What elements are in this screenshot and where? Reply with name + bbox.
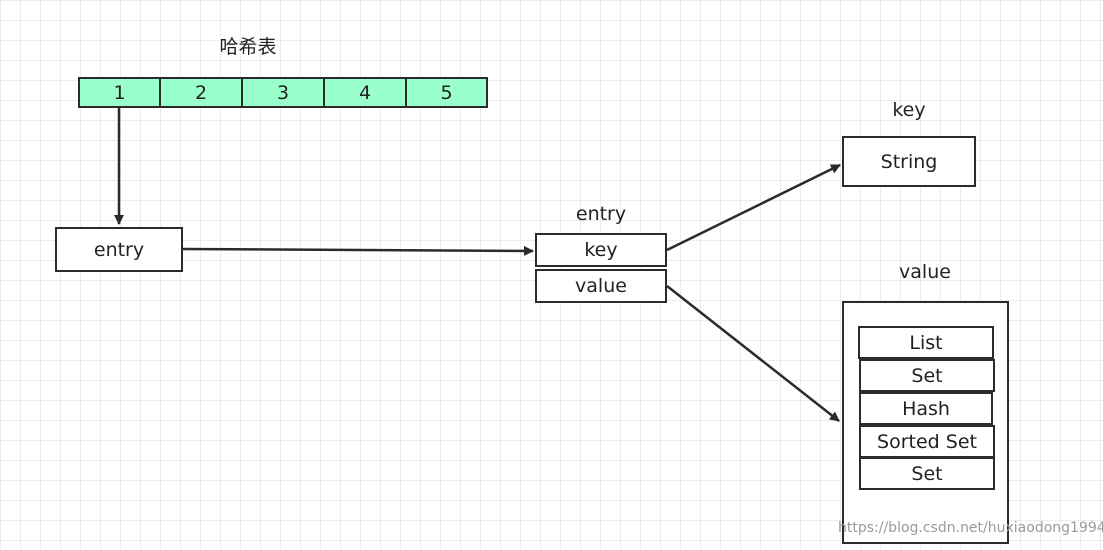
hash-cell-3: 3 <box>241 77 325 108</box>
entry-key-field: key <box>535 233 667 267</box>
arrow-key-to-string <box>666 163 841 252</box>
hash-cell-2: 2 <box>159 77 243 108</box>
value-types-container: List Set Hash Sorted Set Set <box>842 301 1009 544</box>
value-type-set: Set <box>859 359 995 392</box>
hash-cell-5: 5 <box>405 77 488 108</box>
watermark: https://blog.csdn.net/huxiaodong1994 <box>838 520 1103 536</box>
arrow-value-to-types <box>666 285 840 422</box>
entry-node-left: entry <box>55 227 183 272</box>
hash-cell-1: 1 <box>78 77 161 108</box>
hash-cell-4: 4 <box>323 77 407 108</box>
value-type-set-2: Set <box>859 457 995 490</box>
value-type-sorted-set: Sorted Set <box>859 425 995 458</box>
key-type-string: String <box>842 136 976 187</box>
value-title: value <box>899 261 951 283</box>
key-title: key <box>892 99 926 121</box>
value-type-hash: Hash <box>859 392 993 425</box>
value-type-list: List <box>858 326 994 359</box>
arrow-entry-to-entry-box <box>182 245 534 256</box>
entry-value-field: value <box>535 269 667 303</box>
hash-table-title: 哈希表 <box>219 36 277 58</box>
entry-title: entry <box>575 203 627 225</box>
